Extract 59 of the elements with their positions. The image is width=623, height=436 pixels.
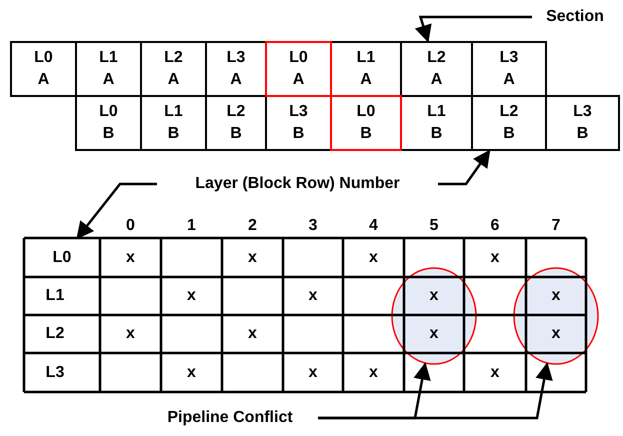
table-mark: x: [430, 287, 438, 305]
table-mark: x: [126, 248, 135, 266]
block-cell: [265, 41, 332, 97]
cell-label: L3 A: [498, 48, 520, 90]
table-mark: x: [552, 287, 560, 305]
cell-label: L1 B: [163, 102, 184, 144]
leader-line: [318, 362, 553, 420]
table-mark: x: [126, 325, 135, 343]
block-cell: [545, 95, 620, 151]
table-mark: x: [490, 248, 500, 266]
annotation-label: Layer (Block Row) Number: [195, 174, 400, 194]
table-mark: x: [369, 248, 378, 266]
cell-label: L0 A: [33, 48, 54, 90]
conflict-circle: [391, 267, 477, 365]
column-number: 7: [552, 217, 560, 235]
column-number: 2: [248, 217, 257, 235]
column-number: 5: [430, 217, 438, 235]
row-header-label: L2: [46, 325, 64, 343]
column-number: 3: [308, 217, 318, 235]
block-cell: [330, 95, 402, 151]
table-mark: x: [308, 364, 318, 382]
annotation-label: Pipeline Conflict: [167, 408, 293, 428]
table-mark: x: [430, 325, 438, 343]
column-number: 4: [369, 217, 378, 235]
conflict-circle: [513, 267, 599, 365]
table-mark: x: [552, 325, 560, 343]
table-mark: x: [248, 325, 257, 343]
cell-label: L1 A: [98, 48, 119, 90]
cell-label: L1 A: [356, 48, 376, 90]
cell-label: L0 B: [98, 102, 119, 144]
cell-label: L0 B: [356, 102, 376, 144]
leader-line: [76, 182, 157, 240]
cell-label: L0 A: [288, 48, 309, 90]
column-number: 6: [490, 217, 500, 235]
table-mark: x: [308, 287, 318, 305]
leader-line: [438, 150, 490, 186]
cell-label: L2 B: [498, 102, 520, 144]
table-mark: x: [369, 364, 378, 382]
row-header-label: L1: [46, 287, 64, 305]
cell-label: L2 A: [163, 48, 184, 90]
cell-label: L3 B: [572, 102, 593, 144]
table-mark: x: [187, 287, 196, 305]
cell-label: L1 B: [426, 102, 447, 144]
table-mark: x: [490, 364, 500, 382]
leader-line: [414, 16, 532, 43]
cell-label: L2 A: [426, 48, 447, 90]
row-header-label: L3: [46, 364, 64, 382]
row-header-label: L0: [52, 248, 72, 268]
block-cell: [75, 95, 142, 151]
cell-label: L3 B: [288, 102, 309, 144]
block-cell: [10, 41, 77, 97]
column-number: 0: [126, 217, 135, 235]
cell-label: L3 A: [226, 48, 246, 90]
annotation-label: Section: [546, 7, 604, 27]
table-mark: x: [248, 248, 257, 266]
table-mark: x: [187, 364, 196, 382]
column-number: 1: [187, 217, 196, 235]
block-cell: [471, 41, 547, 97]
cell-label: L2 B: [226, 102, 246, 144]
